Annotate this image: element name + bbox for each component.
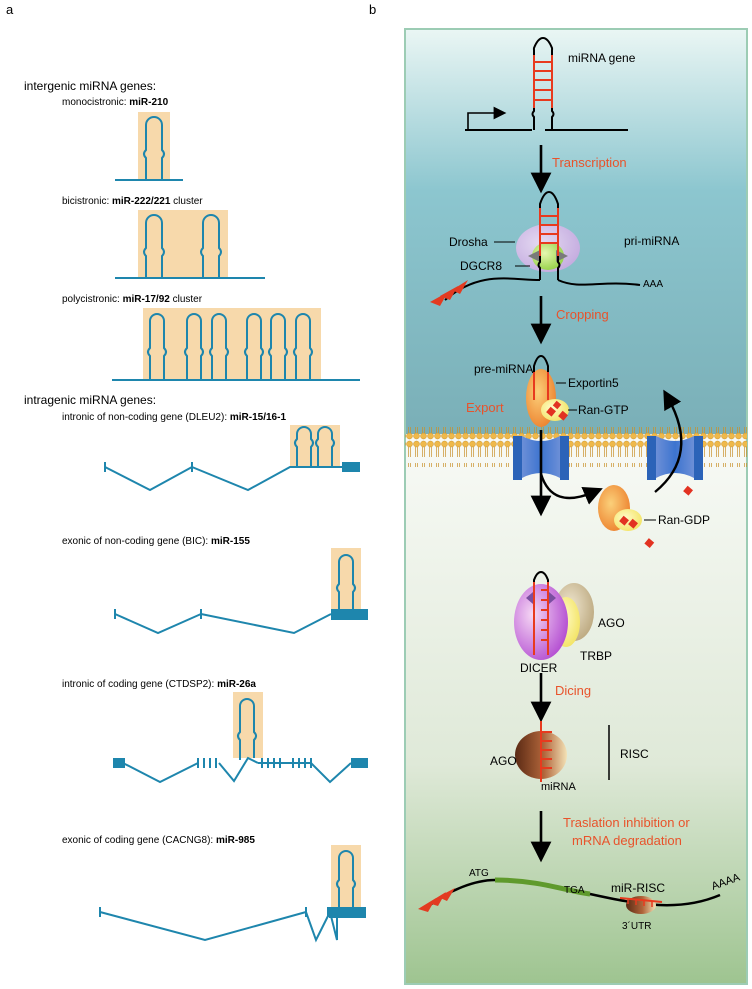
label-dicing: Dicing bbox=[555, 683, 591, 698]
mrna-target bbox=[418, 877, 721, 914]
label-ago-1: AGO bbox=[598, 616, 625, 630]
label-dicer: DICER bbox=[520, 661, 558, 675]
label-ran-gdp: Ran-GDP bbox=[658, 513, 710, 527]
gene-diagram-mir-15-16-1 bbox=[104, 425, 360, 492]
panel-a: a intergenic miRNA genes: monocistronic:… bbox=[6, 2, 368, 943]
label-tga: TGA bbox=[564, 885, 585, 896]
label-utr: 3´UTR bbox=[622, 920, 651, 932]
arrow-ran-recycle bbox=[654, 389, 683, 493]
mirna-gene bbox=[465, 36, 628, 131]
gene-diagram-mir-17-92 bbox=[112, 308, 360, 381]
intragenic-heading: intragenic miRNA genes: bbox=[24, 393, 156, 407]
label-ran-gtp: Ran-GTP bbox=[578, 403, 629, 417]
label-cropping: Cropping bbox=[556, 307, 609, 322]
label-export: Export bbox=[466, 400, 504, 415]
nucleus-background bbox=[405, 29, 747, 434]
panel-a-label: a bbox=[6, 2, 14, 17]
panel-b-frame bbox=[404, 28, 748, 985]
item-caption-mir-985: exonic of coding gene (CACNG8): miR-985 bbox=[62, 835, 255, 846]
panel-b-label: b bbox=[369, 2, 376, 17]
item-caption-mir-155: exonic of non-coding gene (BIC): miR-155 bbox=[62, 536, 250, 547]
label-inhibition-2: mRNA degradation bbox=[572, 833, 682, 848]
label-mir-risc: miR-RISC bbox=[611, 881, 665, 895]
ran-gdp-complex bbox=[598, 485, 693, 548]
dicer-complex bbox=[514, 570, 594, 660]
item-caption-mir-17-92: polycistronic: miR-17/92 cluster bbox=[62, 294, 203, 305]
risc-complex bbox=[515, 721, 567, 782]
label-exportin5: Exportin5 bbox=[568, 376, 619, 390]
label-transcription: Transcription bbox=[552, 155, 627, 170]
panel-b: b miRNA gene Transcription bbox=[369, 2, 748, 985]
item-caption-mir-222-221: bicistronic: miR-222/221 cluster bbox=[62, 196, 203, 207]
label-aaa: AAA bbox=[643, 279, 663, 290]
gene-diagram-mir-210 bbox=[115, 112, 183, 181]
label-ago-2: AGO bbox=[490, 754, 517, 768]
item-caption-mir-26a: intronic of coding gene (CTDSP2): miR-26… bbox=[62, 679, 256, 690]
gene-diagram-mir-26a bbox=[113, 692, 368, 784]
label-pre-mirna: pre-miRNA bbox=[474, 362, 533, 376]
gene-diagram-mir-155 bbox=[114, 548, 368, 635]
label-trbp: TRBP bbox=[580, 649, 612, 663]
gene-diagram-mir-985 bbox=[99, 845, 366, 943]
label-dgcr8: DGCR8 bbox=[460, 259, 502, 273]
label-inhibition-1: Traslation inhibition or bbox=[563, 815, 690, 830]
label-pri-mirna: pri-miRNA bbox=[624, 234, 679, 248]
arrow-ran-release bbox=[539, 473, 603, 505]
label-atg: ATG bbox=[469, 868, 489, 879]
exportin-complex bbox=[526, 354, 569, 427]
nuclear-pore-2 bbox=[647, 436, 703, 480]
item-caption-mir-15-16-1: intronic of non-coding gene (DLEU2): miR… bbox=[62, 412, 286, 423]
drosha-complex bbox=[430, 190, 641, 306]
label-mirna: miRNA bbox=[541, 781, 576, 793]
label-mirna-gene: miRNA gene bbox=[568, 51, 636, 65]
label-risc: RISC bbox=[620, 747, 649, 761]
label-drosha: Drosha bbox=[449, 235, 488, 249]
gene-diagram-mir-222-221 bbox=[115, 210, 265, 279]
item-caption-mir-210: monocistronic: miR-210 bbox=[62, 97, 169, 108]
intergenic-heading: intergenic miRNA genes: bbox=[24, 79, 156, 93]
